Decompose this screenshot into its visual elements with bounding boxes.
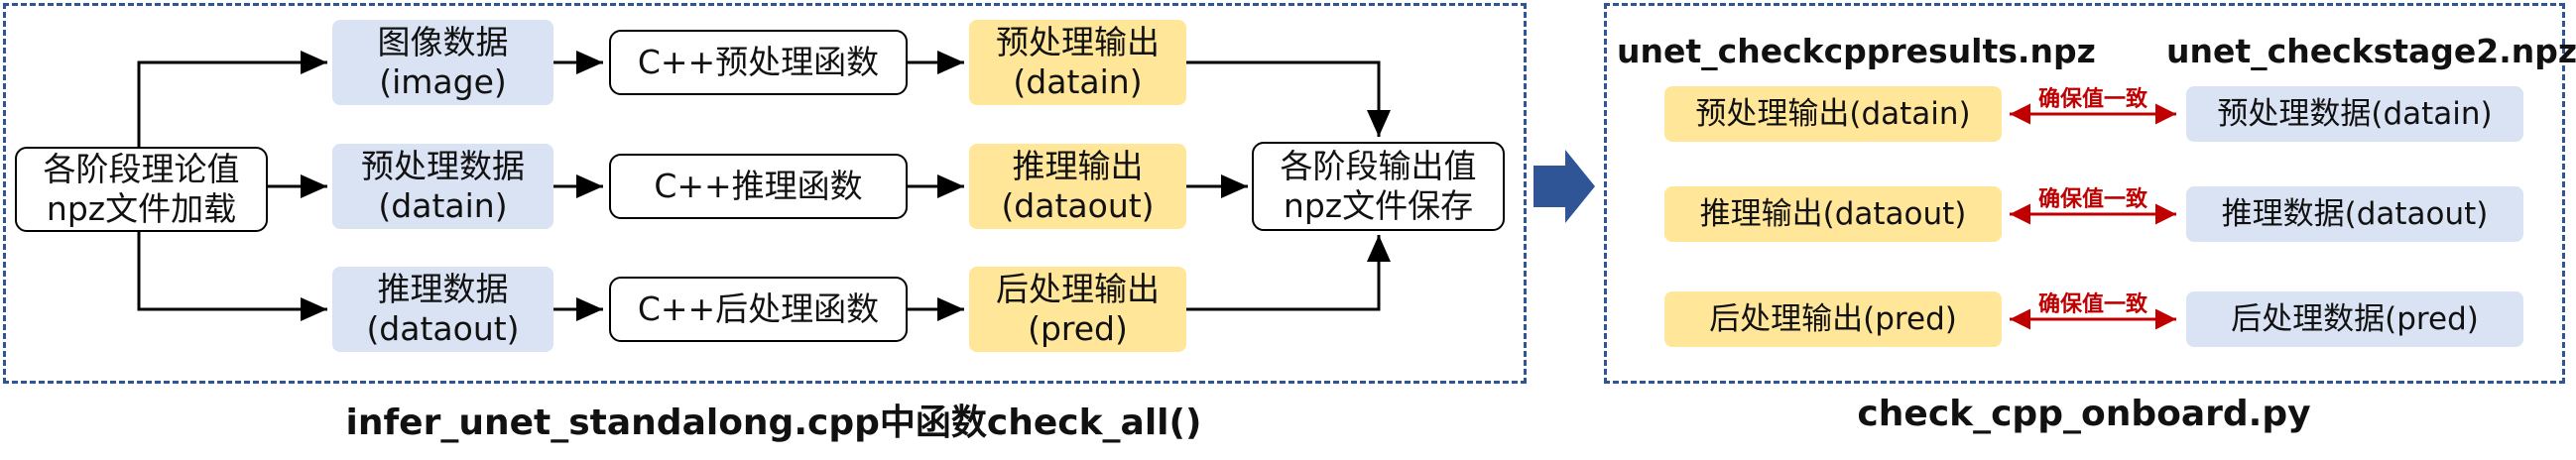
check-left-box-1: 预处理输出(datain) xyxy=(1664,86,2002,142)
data-box-image-line2: (image) xyxy=(379,62,507,101)
left-file-name: unet_checkcppresults.npz xyxy=(1617,32,2096,70)
data-box-datain-line2: (datain) xyxy=(378,186,508,225)
check-right-box-2: 推理数据(dataout) xyxy=(2186,186,2523,242)
output-box-postprocess-line1: 后处理输出 xyxy=(996,270,1160,308)
npz-load-line2: npz文件加载 xyxy=(46,189,237,228)
relation-label-3: 确保值一致 xyxy=(2037,292,2148,317)
check-right-box-1: 预处理数据(datain) xyxy=(2186,86,2523,142)
output-box-postprocess: 后处理输出 (pred) xyxy=(969,267,1186,352)
npz-save-line1: 各阶段输出值 xyxy=(1280,147,1477,185)
check-left-box-2: 推理输出(dataout) xyxy=(1664,186,2002,242)
output-box-postprocess-line2: (pred) xyxy=(1028,309,1128,348)
check-left-box-3: 后处理输出(pred) xyxy=(1664,291,2002,347)
relation-label-2: 确保值一致 xyxy=(2037,187,2148,212)
check-right-box-3-label: 后处理数据(pred) xyxy=(2231,301,2479,337)
left-panel xyxy=(3,3,1527,384)
function-box-preprocess: C++预处理函数 xyxy=(609,30,908,95)
data-box-dataout: 推理数据 (dataout) xyxy=(332,267,553,352)
right-panel-caption: check_cpp_onboard.py xyxy=(1857,394,2311,434)
output-box-inference-line1: 推理输出 xyxy=(1012,147,1144,185)
transition-arrow xyxy=(1533,150,1595,223)
edge-input-to-image xyxy=(137,51,327,147)
npz-save-line2: npz文件保存 xyxy=(1283,186,1474,225)
data-box-dataout-line1: 推理数据 xyxy=(377,270,509,308)
check-left-box-1-label: 预处理输出(datain) xyxy=(1695,96,1971,132)
data-box-image: 图像数据 (image) xyxy=(332,20,553,105)
function-box-inference: C++推理函数 xyxy=(609,154,908,219)
relation-label-1: 确保值一致 xyxy=(2037,87,2148,112)
output-box-inference-line2: (dataout) xyxy=(1001,186,1155,225)
npz-load-line1: 各阶段理论值 xyxy=(43,150,240,188)
function-box-inference-label: C++推理函数 xyxy=(654,167,863,205)
check-right-box-1-label: 预处理数据(datain) xyxy=(2217,96,2493,132)
function-box-postprocess: C++后处理函数 xyxy=(609,277,908,342)
function-box-postprocess-label: C++后处理函数 xyxy=(637,289,880,328)
check-right-box-2-label: 推理数据(dataout) xyxy=(2221,196,2489,232)
check-left-box-2-label: 推理输出(dataout) xyxy=(1699,196,1967,232)
check-left-box-3-label: 后处理输出(pred) xyxy=(1709,301,1957,337)
output-box-inference: 推理输出 (dataout) xyxy=(969,144,1186,229)
npz-save-box: 各阶段输出值 npz文件保存 xyxy=(1252,142,1505,231)
output-box-preprocess-line2: (datain) xyxy=(1013,62,1143,101)
right-panel xyxy=(1604,3,2565,384)
npz-load-box: 各阶段理论值 npz文件加载 xyxy=(15,147,268,232)
output-box-preprocess-line1: 预处理输出 xyxy=(996,23,1160,61)
right-file-name: unet_checkstage2.npz xyxy=(2166,32,2576,70)
edge-row3-output-to-save xyxy=(1186,235,1391,311)
output-box-preprocess: 预处理输出 (datain) xyxy=(969,20,1186,105)
edge-row1-output-to-save xyxy=(1186,60,1391,137)
data-box-datain-line1: 预处理数据 xyxy=(361,147,525,185)
data-box-datain: 预处理数据 (datain) xyxy=(332,144,553,229)
function-box-preprocess-label: C++预处理函数 xyxy=(637,43,880,81)
data-box-image-line1: 图像数据 xyxy=(377,23,509,61)
left-panel-caption: infer_unet_standalong.cpp中函数check_all() xyxy=(345,402,1202,443)
data-box-dataout-line2: (dataout) xyxy=(366,309,520,348)
check-right-box-3: 后处理数据(pred) xyxy=(2186,291,2523,347)
edge-input-to-dataout xyxy=(137,228,327,321)
